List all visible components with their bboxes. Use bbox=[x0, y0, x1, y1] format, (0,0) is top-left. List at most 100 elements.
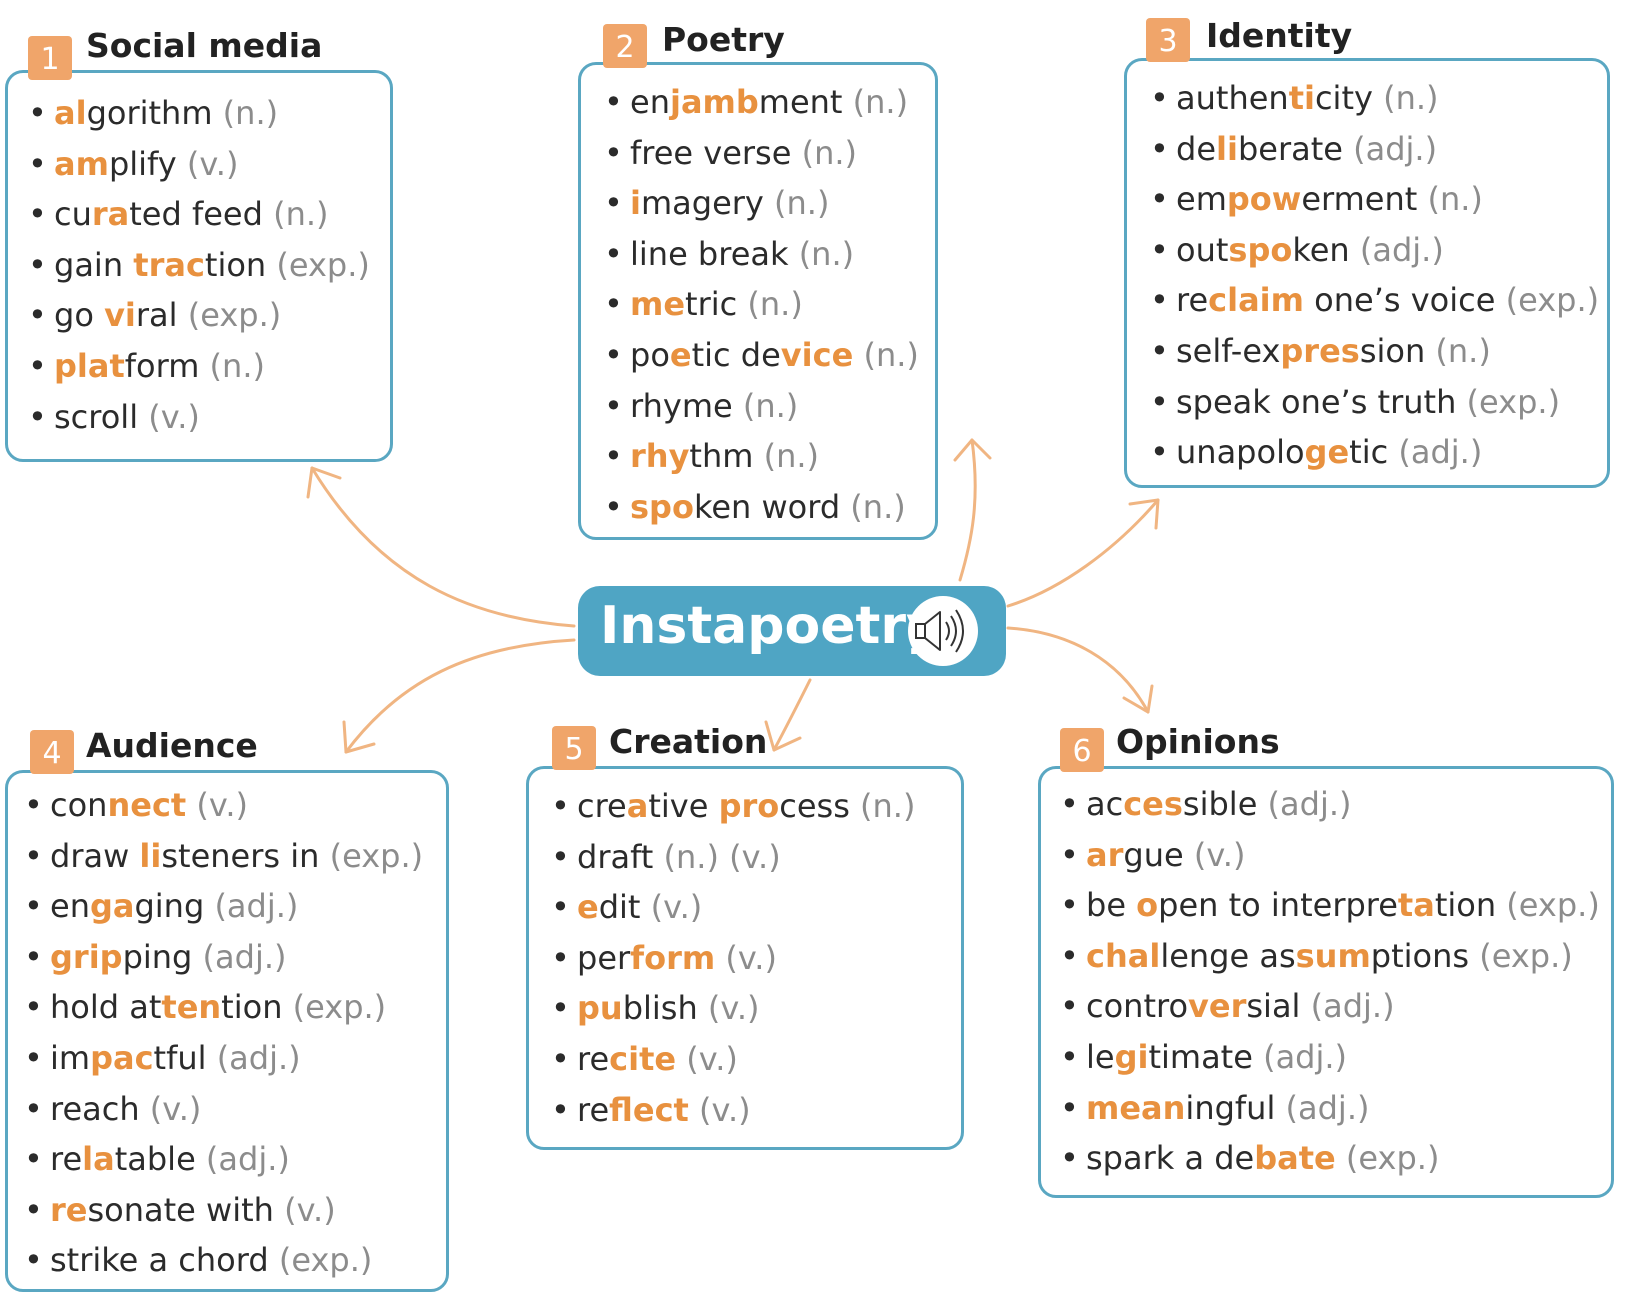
stressed-syllable: am bbox=[54, 144, 109, 183]
term-item: •challenge assumptions (exp.) bbox=[1060, 931, 1600, 982]
bullet-icon: • bbox=[1060, 936, 1079, 975]
stressed-syllable: nect bbox=[107, 786, 187, 824]
stressed-syllable: spo bbox=[1228, 230, 1293, 269]
stressed-syllable: plat bbox=[54, 346, 125, 385]
bullet-icon: • bbox=[28, 346, 47, 385]
term-item: •algorithm (n.) bbox=[28, 88, 370, 139]
speaker-icon[interactable] bbox=[908, 596, 978, 666]
arrow-opinions bbox=[1006, 626, 1150, 714]
arrowhead-audience bbox=[342, 720, 376, 754]
bullet-icon: • bbox=[551, 888, 570, 927]
term-text: gain bbox=[54, 245, 134, 284]
part-of-speech: (v.) bbox=[725, 938, 777, 977]
term-text: city bbox=[1314, 79, 1373, 117]
part-of-speech: (exp.) bbox=[1506, 886, 1600, 925]
part-of-speech: (adj.) bbox=[216, 1038, 301, 1077]
arrowhead-poetry bbox=[953, 438, 992, 462]
term-list: •authenticity (n.)•deliberate (adj.)•emp… bbox=[1150, 73, 1599, 478]
bullet-icon: • bbox=[604, 133, 623, 172]
part-of-speech: (exp.) bbox=[1345, 1139, 1440, 1178]
part-of-speech: (exp.) bbox=[1466, 382, 1561, 421]
arrowhead-social-media bbox=[306, 466, 342, 499]
term-item: •rhyme (n.) bbox=[604, 381, 919, 432]
bullet-icon: • bbox=[1150, 79, 1169, 117]
term-text: tive bbox=[648, 787, 719, 825]
term-text: pen to interpre bbox=[1158, 886, 1398, 925]
term-text: one’s voice bbox=[1303, 281, 1496, 320]
term-text: go bbox=[54, 296, 105, 335]
part-of-speech: (n.) bbox=[801, 133, 857, 172]
bullet-icon: • bbox=[551, 787, 570, 825]
term-item: •meaningful (adj.) bbox=[1060, 1083, 1600, 1134]
category-number-badge: 3 bbox=[1146, 18, 1190, 62]
term-text: em bbox=[1176, 180, 1227, 219]
term-item: •poetic device (n.) bbox=[604, 330, 919, 381]
bullet-icon: • bbox=[551, 1039, 570, 1078]
arrowhead-creation bbox=[764, 720, 802, 752]
stressed-syllable: al bbox=[54, 94, 87, 132]
term-item: •gripping (adj.) bbox=[24, 932, 423, 983]
stressed-syllable: ra bbox=[91, 195, 130, 234]
term-item: •argue (v.) bbox=[1060, 830, 1600, 881]
category-title: Poetry bbox=[662, 20, 785, 59]
part-of-speech: (v.) bbox=[686, 1039, 738, 1078]
term-item: •spark a debate (exp.) bbox=[1060, 1133, 1600, 1184]
term-text: spark a de bbox=[1086, 1139, 1255, 1178]
term-text: thm bbox=[689, 437, 754, 476]
part-of-speech: (v.) bbox=[148, 397, 200, 436]
category-number-badge: 1 bbox=[28, 36, 72, 80]
stressed-syllable: grip bbox=[50, 937, 123, 976]
bullet-icon: • bbox=[28, 144, 47, 183]
part-of-speech: (n.) bbox=[798, 234, 855, 273]
bullet-icon: • bbox=[604, 335, 623, 374]
part-of-speech: (exp.) bbox=[1479, 936, 1573, 975]
term-text: tric bbox=[685, 285, 738, 324]
term-text: ging bbox=[134, 887, 205, 926]
part-of-speech: (adj.) bbox=[1267, 785, 1352, 823]
category-number-badge: 6 bbox=[1060, 728, 1104, 772]
central-topic-title: Instapoetry bbox=[600, 596, 940, 656]
stressed-syllable: pu bbox=[577, 989, 623, 1028]
stressed-syllable: chal bbox=[1086, 936, 1161, 975]
term-item: •reflect (v.) bbox=[551, 1085, 915, 1136]
bullet-icon: • bbox=[1060, 1139, 1079, 1178]
term-item: •be open to interpretation (exp.) bbox=[1060, 880, 1600, 931]
term-item: •gain traction (exp.) bbox=[28, 240, 370, 291]
term-text: en bbox=[50, 887, 90, 926]
term-list: •enjambment (n.)•free verse (n.)•imagery… bbox=[604, 77, 919, 532]
term-text: dit bbox=[598, 888, 641, 927]
term-list: •connect (v.)•draw listeners in (exp.)•e… bbox=[24, 780, 423, 1286]
term-item: •speak one’s truth (exp.) bbox=[1150, 377, 1599, 428]
category-box-social-media bbox=[5, 70, 393, 462]
stressed-syllable: a bbox=[626, 787, 649, 825]
stressed-syllable: mean bbox=[1086, 1088, 1186, 1127]
bullet-icon: • bbox=[1150, 382, 1169, 421]
term-list: •accessible (adj.)•argue (v.)•be open to… bbox=[1060, 779, 1600, 1184]
part-of-speech: (exp.) bbox=[276, 245, 370, 284]
category-box-poetry bbox=[578, 62, 938, 540]
central-topic: Instapoetry bbox=[578, 586, 1006, 676]
term-text: lenge as bbox=[1160, 936, 1296, 975]
stressed-syllable: ge bbox=[1304, 433, 1350, 472]
term-item: •connect (v.) bbox=[24, 780, 423, 831]
part-of-speech: (n.) bbox=[222, 94, 279, 132]
part-of-speech: (n.) bbox=[763, 437, 820, 476]
term-text: authen bbox=[1176, 79, 1289, 117]
term-text: ken word bbox=[693, 487, 841, 526]
term-item: •rhythm (n.) bbox=[604, 431, 919, 482]
part-of-speech: (n.) bbox=[747, 285, 803, 324]
term-text: form bbox=[124, 346, 200, 385]
part-of-speech: (adj.) bbox=[1359, 230, 1444, 269]
part-of-speech: (exp.) bbox=[329, 836, 424, 875]
part-of-speech: (v.) bbox=[284, 1190, 336, 1229]
bullet-icon: • bbox=[1060, 987, 1079, 1026]
term-text: erment bbox=[1301, 180, 1418, 219]
bullet-icon: • bbox=[28, 94, 47, 132]
stressed-syllable: claim bbox=[1208, 281, 1304, 320]
part-of-speech: (exp.) bbox=[278, 1241, 373, 1280]
stressed-syllable: e bbox=[577, 888, 599, 927]
term-text: berate bbox=[1237, 129, 1343, 168]
category-title: Creation bbox=[609, 722, 768, 761]
term-text: sial bbox=[1246, 987, 1301, 1026]
term-text: steners in bbox=[161, 836, 320, 875]
